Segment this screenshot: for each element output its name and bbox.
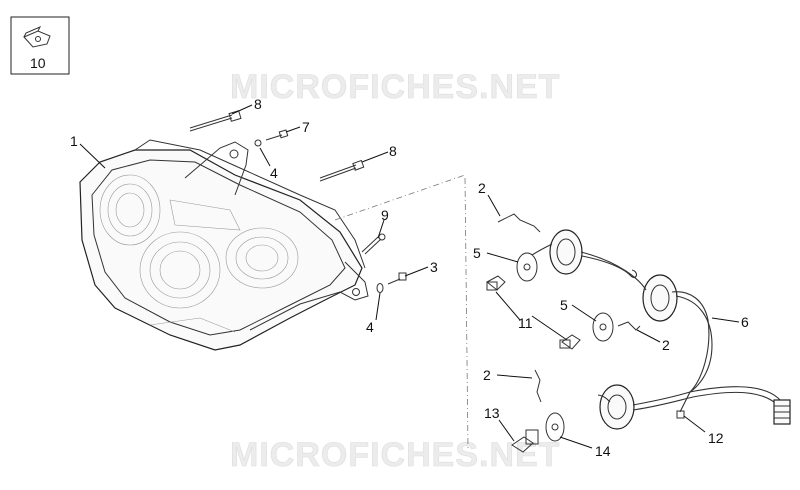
bulb-holder-5-lower[interactable]: [592, 312, 614, 342]
screw-7[interactable]: [254, 129, 289, 147]
wiring-harness[interactable]: [531, 243, 791, 425]
alignment-line-vertical: [464, 177, 469, 451]
leader-lines: [79, 104, 740, 449]
headlight-assembly[interactable]: [79, 139, 369, 351]
watermark-top: MICROFICHES.NET: [230, 68, 560, 106]
screw-9[interactable]: [361, 233, 386, 255]
screw-8-upper[interactable]: [189, 110, 242, 132]
spring-clip-2-upper[interactable]: [497, 213, 541, 233]
callout-13: 13: [484, 405, 500, 421]
spring-clip-2-middle[interactable]: [617, 321, 641, 331]
inset-box-part-10[interactable]: 10: [10, 16, 70, 75]
callout-2-top: 2: [478, 180, 486, 196]
callout-4-upper: 4: [270, 165, 278, 181]
screw-8-lower[interactable]: [319, 159, 365, 182]
callout-8-lower: 8: [389, 143, 397, 159]
callout-5-lower: 5: [560, 297, 568, 313]
callout-11: 11: [518, 315, 533, 331]
callout-2-lower: 2: [483, 367, 491, 383]
bulb-11-upper[interactable]: [486, 275, 506, 291]
callout-5-upper: 5: [473, 245, 481, 261]
socket-upper[interactable]: [549, 229, 583, 275]
callout-2-right: 2: [662, 337, 670, 353]
callout-7: 7: [302, 119, 310, 135]
callout-4-lower: 4: [366, 319, 374, 335]
callout-12: 12: [708, 430, 724, 446]
callout-labels: 1 8 7 4 8 9 3 4 2 5 11 5 2 6 2 12 13 14: [70, 96, 749, 459]
socket-middle[interactable]: [642, 274, 678, 322]
inset-label: 10: [30, 55, 46, 71]
clip-nut-icon: [23, 26, 51, 48]
callout-8-upper: 8: [254, 96, 262, 112]
bulb-11-lower[interactable]: [559, 334, 581, 350]
callout-3: 3: [430, 259, 438, 275]
holder-14[interactable]: [545, 412, 565, 442]
socket-lower[interactable]: [599, 384, 635, 430]
callout-1: 1: [70, 133, 78, 149]
watermark-bottom: MICROFICHES.NET: [230, 436, 560, 474]
alignment-line-upper: [334, 174, 466, 221]
callout-6: 6: [741, 314, 749, 330]
spring-clip-2-lower[interactable]: [534, 369, 542, 403]
callout-14: 14: [595, 443, 611, 459]
bulb-holder-5-upper[interactable]: [516, 252, 538, 282]
callout-9: 9: [381, 207, 389, 223]
bulb-13[interactable]: [511, 429, 539, 453]
screw-3-washer-4[interactable]: [376, 272, 407, 293]
